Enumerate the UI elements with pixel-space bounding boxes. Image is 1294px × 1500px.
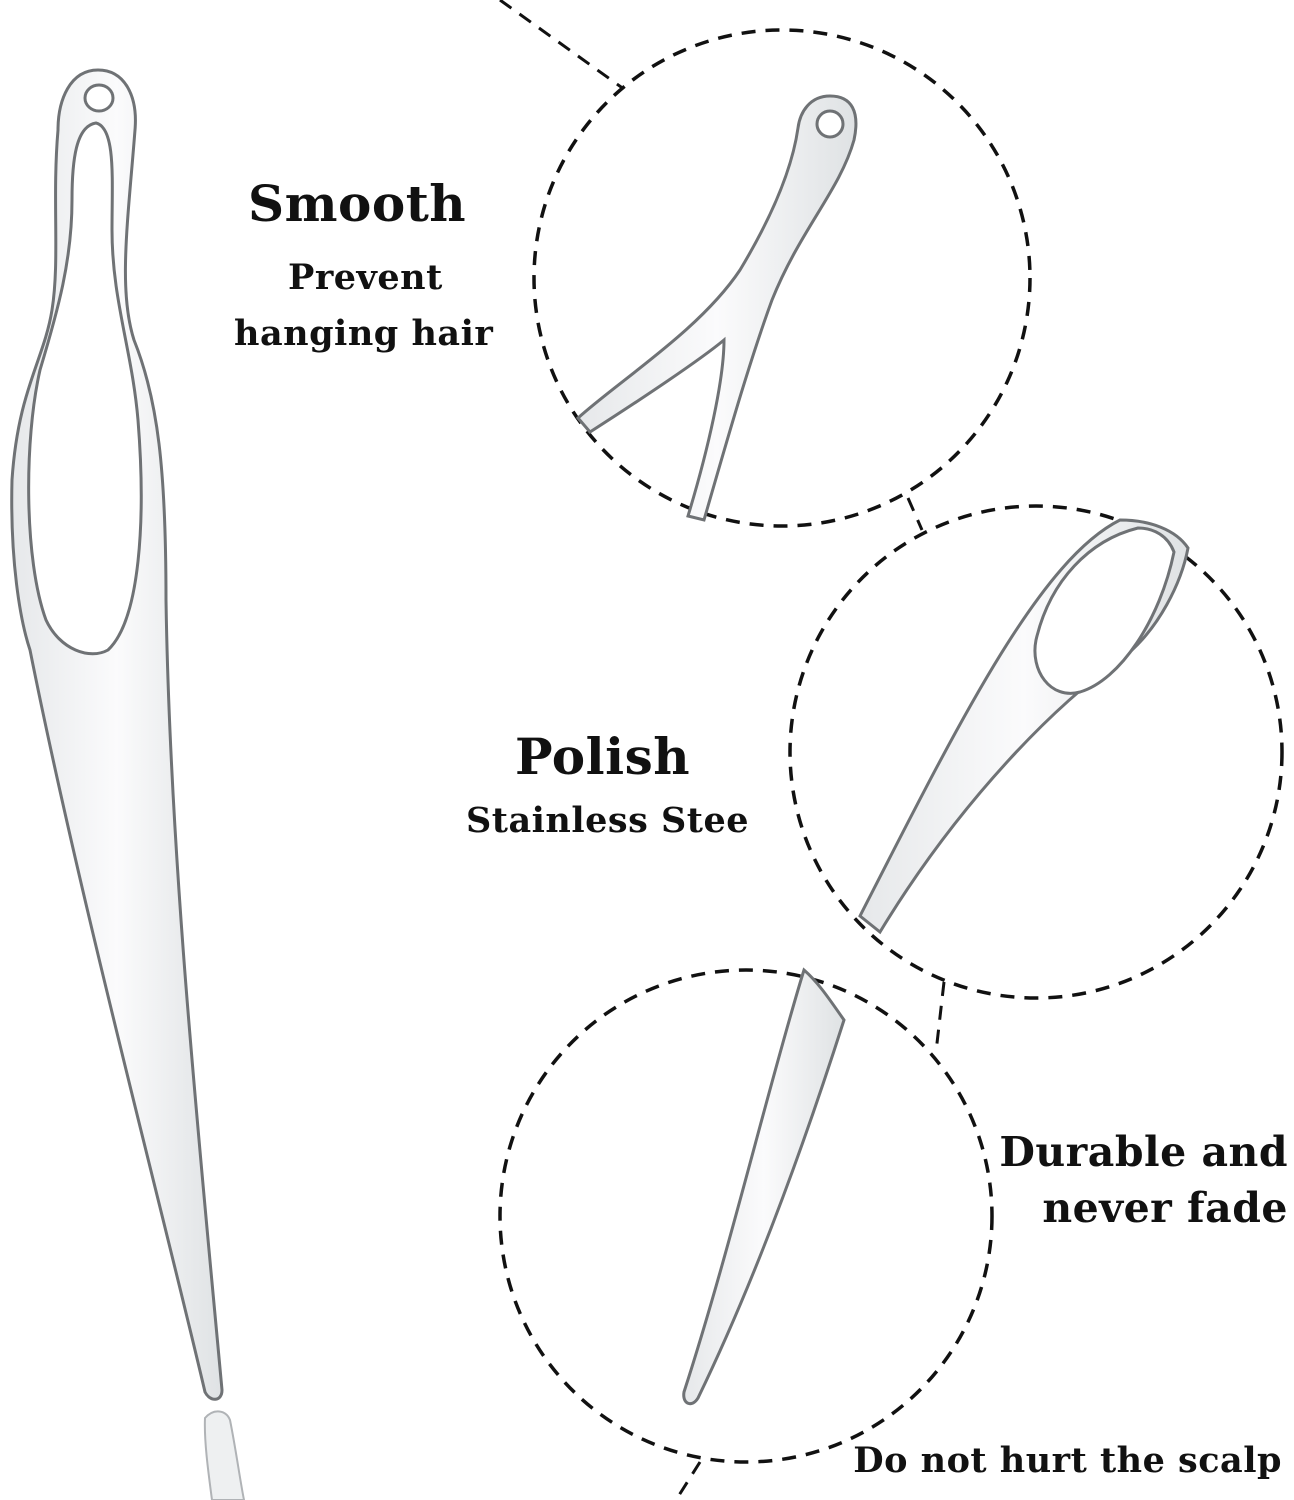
durable-title-line2: never fade — [1042, 1184, 1288, 1232]
detail-circle-top — [532, 28, 1032, 528]
dashed-connectors — [499, 0, 946, 1500]
polish-title: Polish — [515, 727, 691, 786]
smooth-description-line2: hanging hair — [234, 313, 494, 354]
smooth-description-line1: Prevent — [288, 257, 443, 298]
durable-description: Do not hurt the scalp — [853, 1440, 1282, 1481]
tool-reflection — [203, 1410, 246, 1500]
polish-description: Stainless Stee — [466, 800, 750, 841]
detail-circle-middle — [788, 504, 1284, 1000]
tool-head-closeup — [575, 94, 858, 522]
tool-slot-closeup — [858, 518, 1190, 935]
main-hair-tool — [10, 68, 224, 1401]
durable-title-line1: Durable and — [999, 1128, 1288, 1176]
smooth-title: Smooth — [248, 174, 467, 233]
detail-circle-bottom — [498, 967, 994, 1464]
tool-tip-closeup — [682, 967, 846, 1406]
